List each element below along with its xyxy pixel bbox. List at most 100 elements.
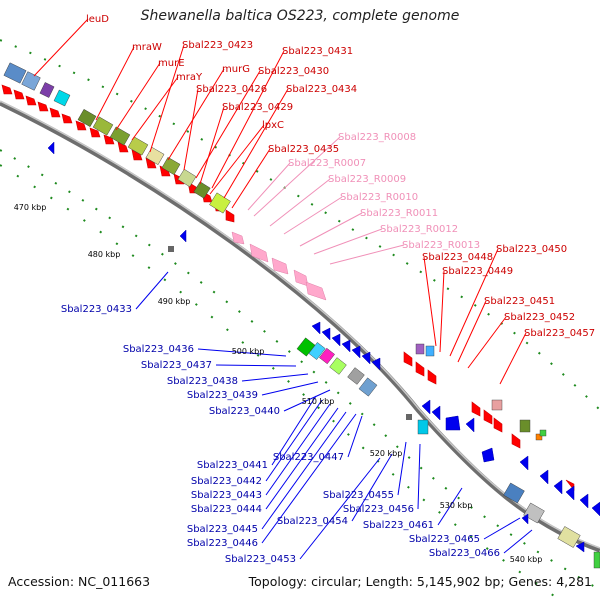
gene-label: Sbal223_0431	[282, 46, 353, 57]
leader-line	[283, 196, 343, 235]
leader-line	[95, 46, 135, 121]
leader-line	[265, 403, 331, 496]
gene-label: Sbal223_R0007	[288, 158, 366, 169]
kbp-label: 510 kbp	[302, 397, 335, 406]
gene-label: Sbal223_0466	[429, 548, 500, 559]
gene-label: Sbal223_0423	[182, 40, 253, 51]
gene-label: Sbal223_0453	[225, 554, 296, 565]
gene-label: Sbal223_0438	[167, 376, 238, 387]
kbp-label: 520 kbp	[370, 449, 403, 458]
gene-label: Sbal223_0433	[61, 304, 132, 315]
label-leader-lines	[33, 18, 533, 560]
gene-label: Sbal223_0447	[273, 452, 344, 463]
gene-label: Sbal223_0451	[484, 296, 555, 307]
gene-label: Sbal223_0445	[187, 524, 258, 535]
gene-label: Sbal223_0456	[343, 504, 414, 515]
gene-label: murG	[222, 64, 250, 75]
leader-line	[199, 106, 225, 185]
gene-labels: leuD mraW murE mraY murG Sbal223_0423Sbal223_…	[61, 14, 595, 565]
kbp-label: 500 kbp	[232, 347, 265, 356]
leader-line	[247, 162, 291, 211]
leader-line	[499, 332, 527, 385]
red-gene-track	[1, 84, 575, 491]
leader-line	[195, 70, 261, 179]
leader-line	[347, 415, 363, 458]
leader-line	[231, 148, 271, 209]
gene-label: Sbal223_0429	[222, 102, 293, 113]
leader-line	[439, 270, 445, 353]
gene-label: Sbal223_0446	[187, 538, 258, 549]
kbp-label: 540 kbp	[510, 555, 543, 564]
gene-label: Sbal223_0440	[209, 406, 280, 417]
pink-rna-genes	[231, 231, 327, 301]
small-gray-genes	[168, 246, 412, 420]
leader-line	[261, 381, 319, 396]
leader-line	[135, 271, 169, 310]
leader-line	[197, 348, 287, 357]
gene-label: Sbal223_0442	[191, 476, 262, 487]
gene-label: Sbal223_0444	[191, 504, 262, 515]
kbp-label: 530 kbp	[440, 501, 473, 510]
leader-line	[457, 300, 487, 363]
gene-label: Sbal223_0454	[277, 516, 348, 527]
leader-line	[265, 399, 323, 482]
leader-line	[261, 411, 347, 530]
leader-line	[437, 487, 463, 526]
gene-label: lpxC	[262, 120, 284, 131]
leader-line	[33, 18, 89, 77]
leader-line	[211, 50, 285, 189]
leader-line	[299, 457, 381, 560]
leader-line	[149, 44, 185, 153]
blue-gene-track	[47, 141, 600, 553]
gene-label: Sbal223_0437	[141, 360, 212, 371]
gene-label: Sbal223_R0011	[360, 208, 438, 219]
gene-label: Sbal223_0441	[197, 460, 268, 471]
leader-line	[115, 62, 161, 131]
leader-line	[449, 248, 499, 357]
leader-line	[261, 413, 357, 544]
leader-line	[223, 88, 289, 199]
gene-label: Sbal223_R0013	[402, 240, 480, 251]
leader-line	[351, 453, 393, 522]
gene-label: Sbal223_0434	[286, 84, 357, 95]
leader-line	[183, 88, 199, 171]
kbp-label: 470 kbp	[14, 203, 47, 212]
leader-line	[215, 364, 297, 367]
leader-line	[417, 443, 421, 510]
gene-label: leuD	[86, 14, 109, 25]
leader-line	[423, 256, 437, 347]
gene-label: Sbal223_R0008	[338, 132, 416, 143]
accession-label: Accession: NC_011663	[8, 574, 151, 589]
leader-line	[483, 517, 521, 540]
gene-label: Sbal223_0436	[123, 344, 194, 355]
gene-label: Sbal223_0449	[442, 266, 513, 277]
leader-line	[397, 441, 407, 496]
gene-label: Sbal223_0448	[422, 252, 493, 263]
leader-line	[503, 529, 533, 554]
gene-label: Sbal223_0450	[496, 244, 567, 255]
gene-label: Sbal223_0461	[363, 520, 434, 531]
gene-label: Sbal223_0452	[504, 312, 575, 323]
gene-label: Sbal223_0465	[409, 534, 480, 545]
gene-label: Sbal223_R0012	[380, 224, 458, 235]
leader-line	[271, 395, 317, 466]
leader-line	[209, 124, 265, 195]
outer-dot-track	[0, 39, 600, 411]
colored-gene-blocks	[3, 62, 600, 569]
leader-line	[265, 407, 339, 510]
topology-label: Topology: circular; Length: 5,145,902 bp…	[248, 574, 592, 589]
gene-label: Sbal223_0435	[268, 144, 339, 155]
leader-line	[467, 316, 507, 369]
leader-line	[299, 212, 363, 247]
gene-label: Sbal223_R0009	[328, 174, 406, 185]
leader-line	[241, 373, 309, 382]
gene-label: mraY	[176, 72, 203, 83]
gene-label: murE	[158, 58, 185, 69]
leader-line	[269, 178, 331, 227]
map-title: Shewanella baltica OS223, complete genom…	[140, 8, 460, 24]
gene-label: mraW	[132, 42, 162, 53]
leader-line	[167, 68, 225, 161]
gene-label: Sbal223_R0010	[340, 192, 418, 203]
